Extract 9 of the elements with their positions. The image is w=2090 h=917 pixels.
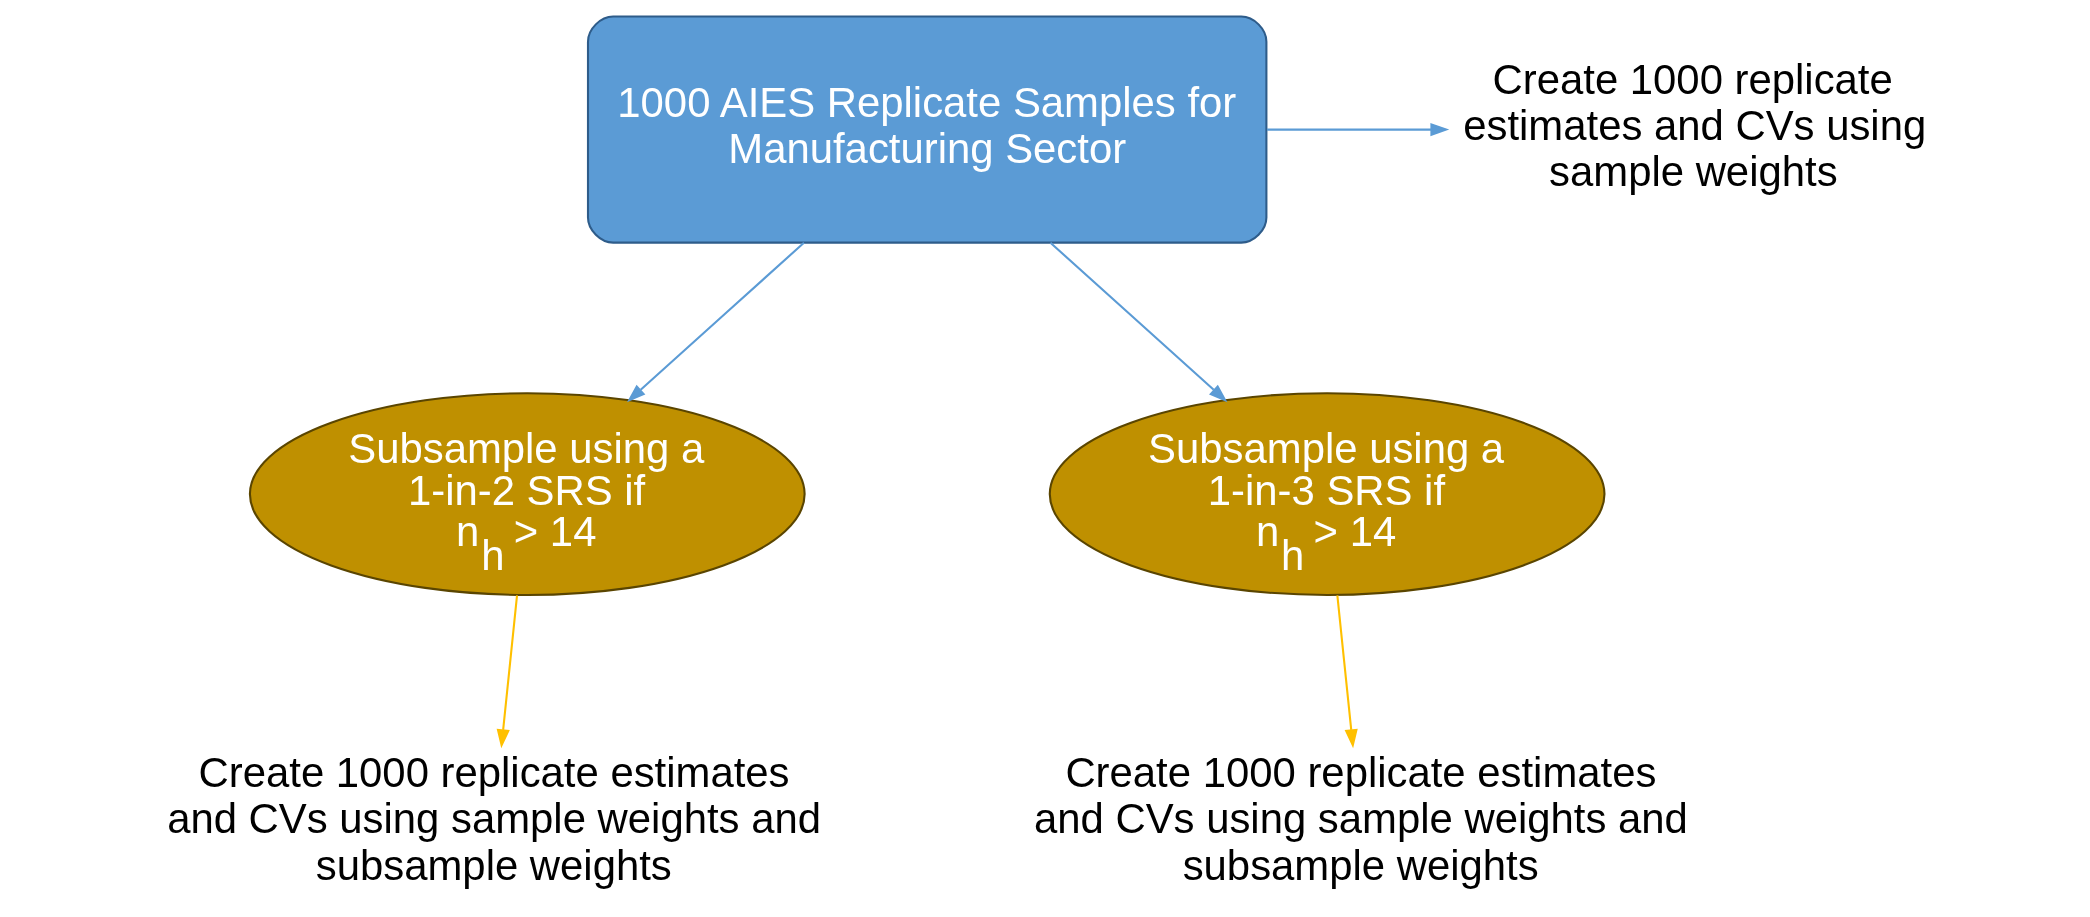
node-text: Create 1000 replicate estimates and CVs using sample weights and subsample weights xyxy=(1033,749,1688,889)
arrow xyxy=(1049,241,1227,403)
arrow xyxy=(626,241,805,403)
node-text: Create 1000 replicate estimates and CVs using sample weights xyxy=(1462,55,1926,196)
arrow xyxy=(1266,123,1449,137)
node-text: Create 1000 replicate estimates and CVs using sample weights and subsample weights xyxy=(166,749,821,889)
arrow xyxy=(496,595,518,749)
arrow xyxy=(1335,595,1358,749)
node-box: 1000 AIES Replicate Samples for Manufacturing Sector xyxy=(586,15,1267,244)
